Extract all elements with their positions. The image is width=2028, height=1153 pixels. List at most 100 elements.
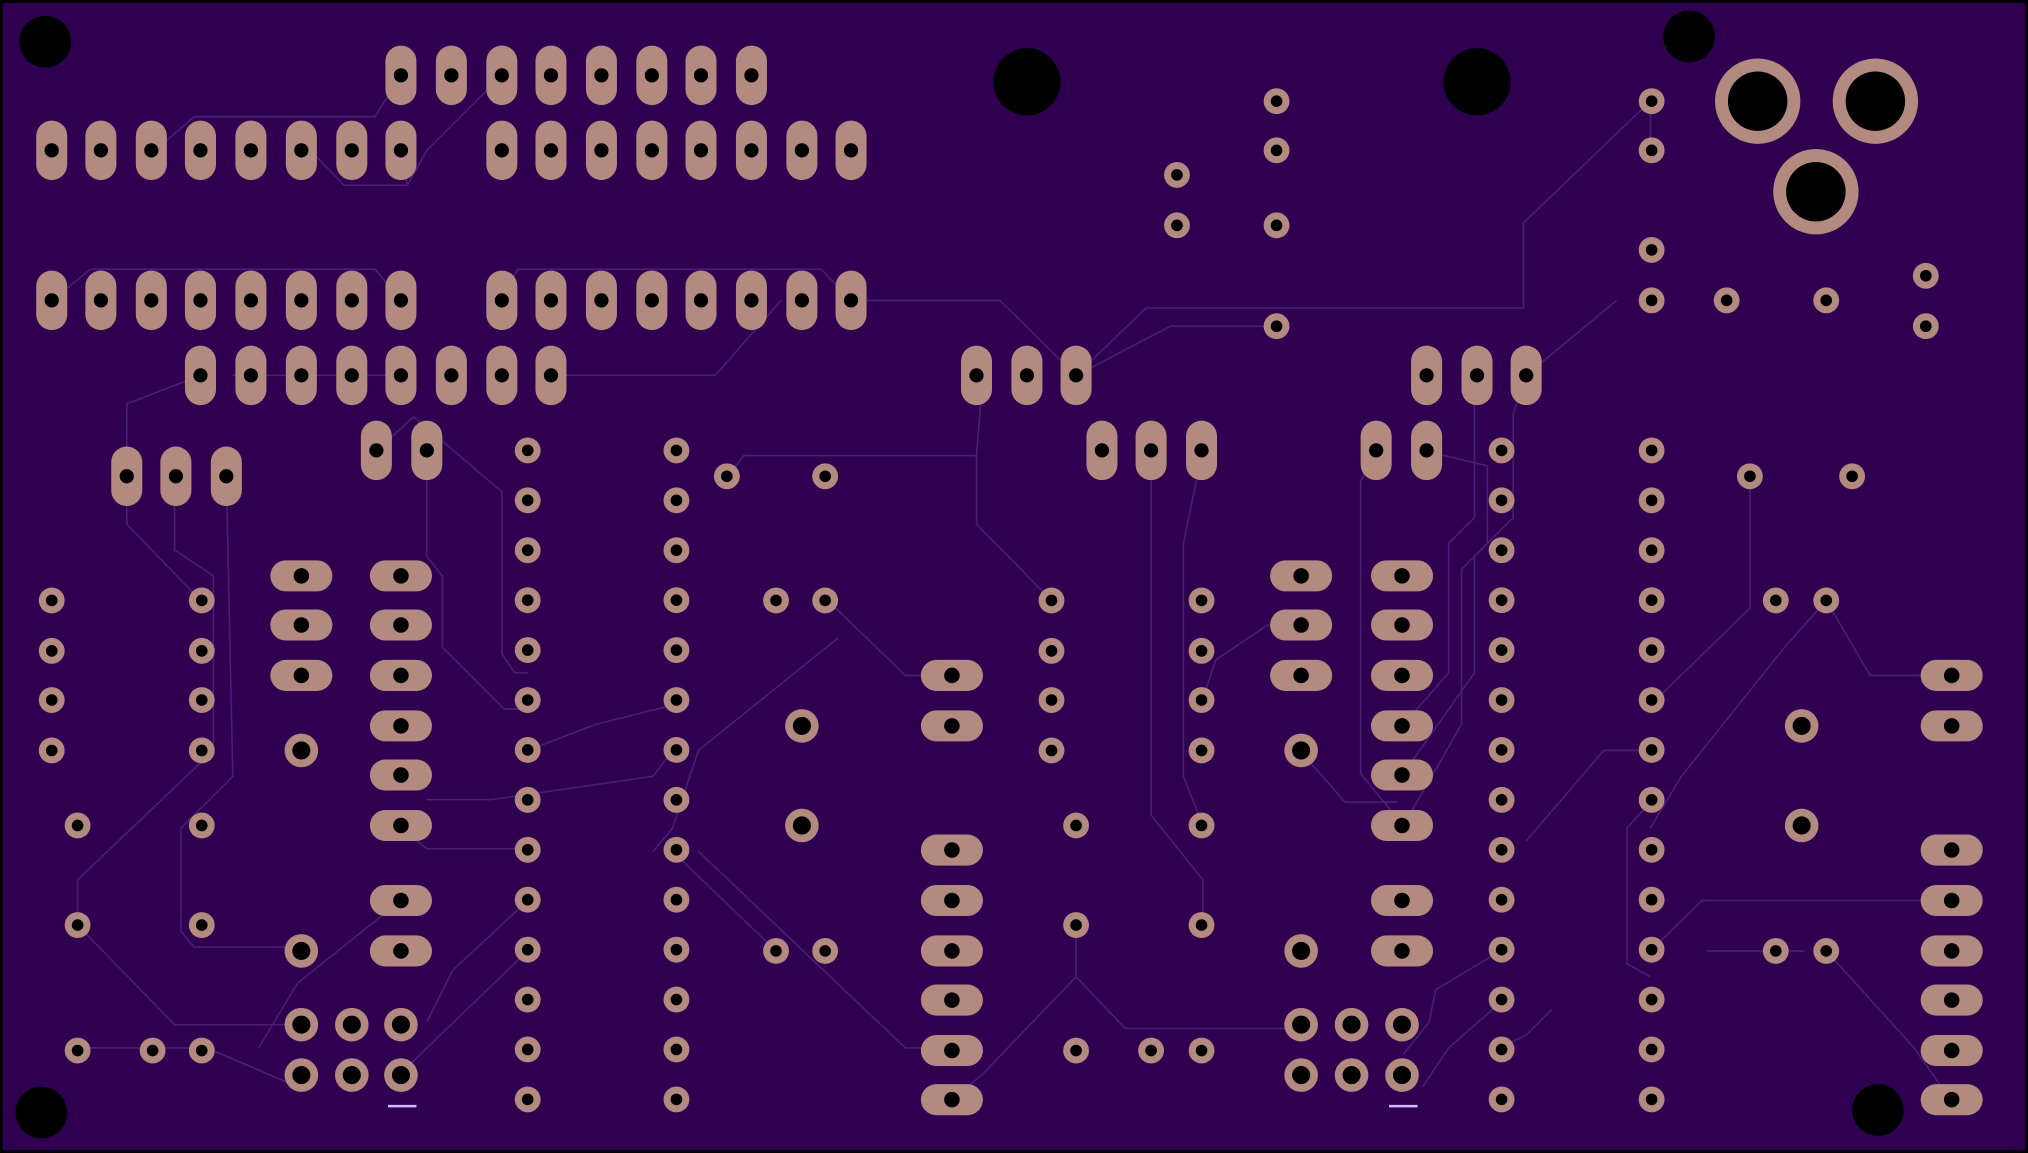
oblong-pad bbox=[735, 270, 767, 331]
round-pad bbox=[1038, 637, 1065, 664]
round-pad bbox=[785, 709, 819, 743]
oblong-pad bbox=[535, 45, 567, 106]
oblong-pad bbox=[336, 270, 368, 331]
round-pad bbox=[64, 912, 91, 938]
round-pad bbox=[1263, 88, 1290, 115]
round-pad bbox=[1284, 1058, 1318, 1092]
round-pad bbox=[384, 1007, 418, 1042]
oblong-pad bbox=[1920, 1084, 1983, 1116]
round-pad bbox=[1164, 212, 1190, 239]
round-pad bbox=[812, 463, 839, 490]
oblong-pad bbox=[385, 120, 417, 181]
oblong-pad bbox=[369, 710, 432, 742]
oblong-pad bbox=[135, 120, 167, 181]
round-pad bbox=[663, 537, 690, 564]
round-pad bbox=[763, 587, 789, 614]
round-pad bbox=[1912, 262, 1939, 289]
round-pad bbox=[514, 437, 541, 464]
round-pad bbox=[1813, 937, 1840, 964]
oblong-pad bbox=[210, 446, 242, 507]
oblong-pad bbox=[1920, 834, 1983, 866]
round-pad bbox=[1638, 737, 1665, 763]
round-pad bbox=[284, 1007, 319, 1042]
oblong-pad bbox=[1411, 345, 1443, 406]
round-pad bbox=[514, 587, 541, 614]
round-pad bbox=[763, 937, 789, 964]
round-pad bbox=[514, 537, 541, 564]
oblong-pad bbox=[1920, 984, 1983, 1016]
mounting-hole-icon bbox=[1443, 48, 1511, 116]
oblong-pad bbox=[1360, 420, 1392, 481]
oblong-pad bbox=[685, 270, 717, 331]
oblong-pad bbox=[1411, 420, 1443, 481]
round-pad bbox=[785, 808, 819, 843]
oblong-pad bbox=[270, 659, 333, 691]
round-pad bbox=[1638, 1036, 1665, 1063]
round-pad bbox=[663, 687, 690, 713]
oblong-pad bbox=[685, 120, 717, 181]
oblong-pad bbox=[85, 270, 117, 331]
round-pad bbox=[812, 937, 839, 964]
round-pad bbox=[1063, 812, 1090, 839]
oblong-pad bbox=[920, 710, 983, 742]
oblong-pad bbox=[486, 270, 518, 331]
oblong-pad bbox=[369, 659, 432, 691]
round-pad bbox=[1038, 687, 1065, 713]
round-pad bbox=[188, 912, 215, 938]
oblong-pad bbox=[1270, 659, 1333, 691]
oblong-pad bbox=[1370, 710, 1434, 742]
round-pad bbox=[188, 587, 215, 614]
mounting-hole-icon bbox=[993, 48, 1061, 116]
oblong-pad bbox=[385, 345, 417, 406]
round-pad bbox=[188, 637, 215, 664]
round-pad bbox=[663, 886, 690, 913]
round-pad bbox=[1188, 812, 1215, 839]
oblong-pad bbox=[336, 345, 368, 406]
round-pad bbox=[1263, 313, 1290, 340]
round-pad bbox=[663, 936, 690, 963]
oblong-pad bbox=[486, 120, 518, 181]
round-pad bbox=[1284, 934, 1318, 968]
round-pad bbox=[1263, 137, 1290, 164]
oblong-pad bbox=[184, 345, 216, 406]
mounting-hole-icon bbox=[15, 1086, 68, 1139]
oblong-pad bbox=[920, 984, 983, 1016]
round-pad bbox=[1638, 687, 1665, 713]
oblong-pad bbox=[270, 609, 333, 641]
oblong-pad bbox=[285, 345, 317, 406]
round-pad bbox=[1488, 936, 1515, 963]
oblong-pad bbox=[1370, 759, 1434, 791]
round-pad bbox=[1188, 687, 1215, 713]
round-pad bbox=[663, 836, 690, 863]
oblong-pad bbox=[1510, 345, 1542, 406]
round-pad bbox=[1334, 1058, 1369, 1092]
round-pad bbox=[1488, 1036, 1515, 1063]
round-pad bbox=[1488, 637, 1515, 664]
round-pad bbox=[1284, 733, 1318, 768]
round-pad bbox=[663, 1086, 690, 1113]
round-pad bbox=[1638, 437, 1665, 464]
round-pad bbox=[1784, 709, 1819, 743]
round-pad bbox=[663, 637, 690, 664]
round-pad bbox=[1638, 1086, 1665, 1113]
round-pad bbox=[38, 687, 65, 713]
oblong-pad bbox=[1920, 1034, 1983, 1067]
oblong-pad bbox=[369, 884, 432, 917]
oblong-pad bbox=[369, 759, 432, 791]
round-pad bbox=[1385, 1058, 1419, 1092]
round-pad bbox=[1638, 936, 1665, 963]
round-pad bbox=[188, 1037, 215, 1064]
round-pad bbox=[284, 1058, 319, 1092]
oblong-pad bbox=[1920, 659, 1983, 691]
oblong-pad bbox=[235, 120, 267, 181]
round-pad bbox=[713, 463, 740, 490]
round-pad bbox=[1762, 937, 1789, 964]
jack-pad bbox=[1715, 58, 1801, 144]
oblong-pad bbox=[1920, 884, 1983, 917]
round-pad bbox=[514, 487, 541, 514]
oblong-pad bbox=[835, 270, 867, 331]
oblong-pad bbox=[835, 120, 867, 181]
round-pad bbox=[1638, 886, 1665, 913]
round-pad bbox=[1713, 287, 1740, 314]
round-pad bbox=[1488, 836, 1515, 863]
